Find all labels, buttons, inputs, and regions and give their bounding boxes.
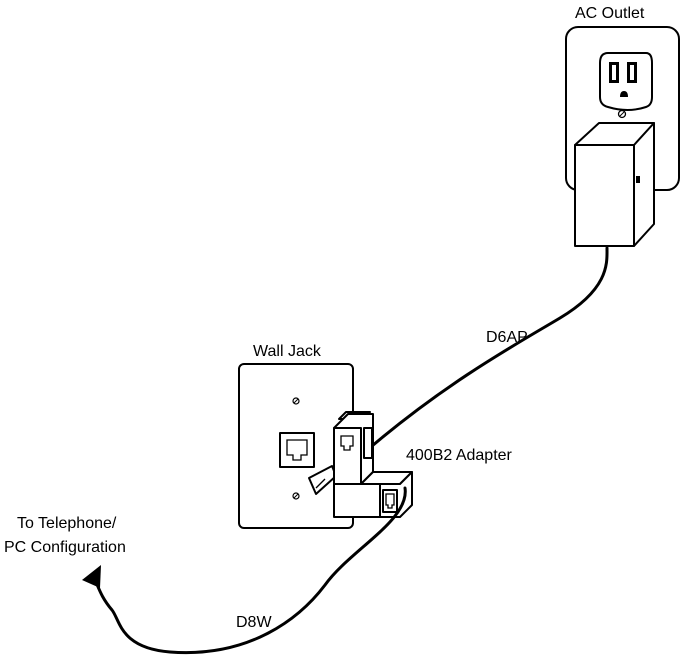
label-ac-outlet: AC Outlet	[575, 5, 645, 22]
power-adapter	[574, 122, 655, 247]
wall-jack-port	[279, 432, 315, 468]
label-d8w: D8W	[236, 614, 272, 631]
400b2-adapter	[308, 411, 413, 518]
label-d6ap: D6AP	[486, 329, 528, 346]
label-400b2-adapter: 400B2 Adapter	[406, 447, 513, 464]
label-telephone-line1: To Telephone/	[17, 515, 117, 532]
adapter-body	[574, 122, 655, 247]
label-wall-jack: Wall Jack	[253, 343, 322, 360]
wall-jack-screw-bottom	[292, 492, 300, 500]
d6ap-cord	[370, 246, 609, 448]
outlet-ground-hole	[620, 91, 628, 97]
wall-jack-screw-top	[292, 397, 300, 405]
cord-end-arrow-icon	[82, 565, 101, 588]
label-telephone-line2: PC Configuration	[4, 539, 126, 556]
outlet-receptacle	[599, 52, 653, 111]
d8w-cord	[92, 486, 407, 655]
